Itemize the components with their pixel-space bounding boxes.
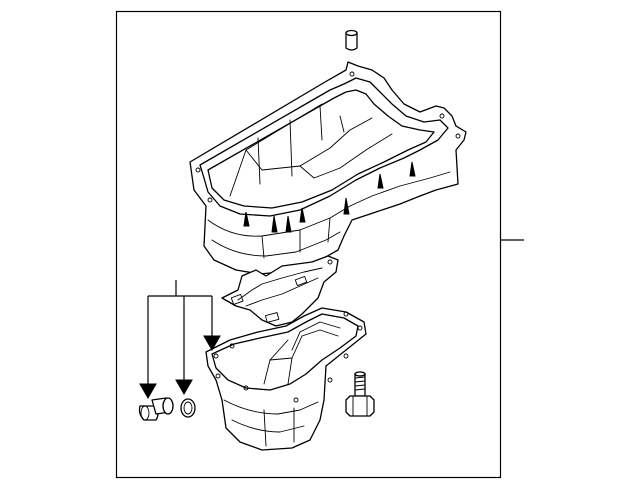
- callout-bracket: [139, 280, 221, 400]
- lower-oil-pan[interactable]: [205, 307, 367, 451]
- arrow-to-drain-plug: [139, 383, 157, 400]
- drain-plug[interactable]: [138, 397, 174, 421]
- arrow-to-lower-pan: [203, 335, 221, 352]
- oil-pan-gasket[interactable]: [221, 255, 339, 327]
- dowel-pin[interactable]: [345, 29, 358, 51]
- arrow-to-washer: [175, 379, 193, 396]
- diagram-frame: [115, 10, 502, 479]
- drain-plug-washer[interactable]: [180, 398, 196, 418]
- upper-oil-pan[interactable]: [189, 61, 467, 275]
- pan-bolt[interactable]: [345, 371, 375, 417]
